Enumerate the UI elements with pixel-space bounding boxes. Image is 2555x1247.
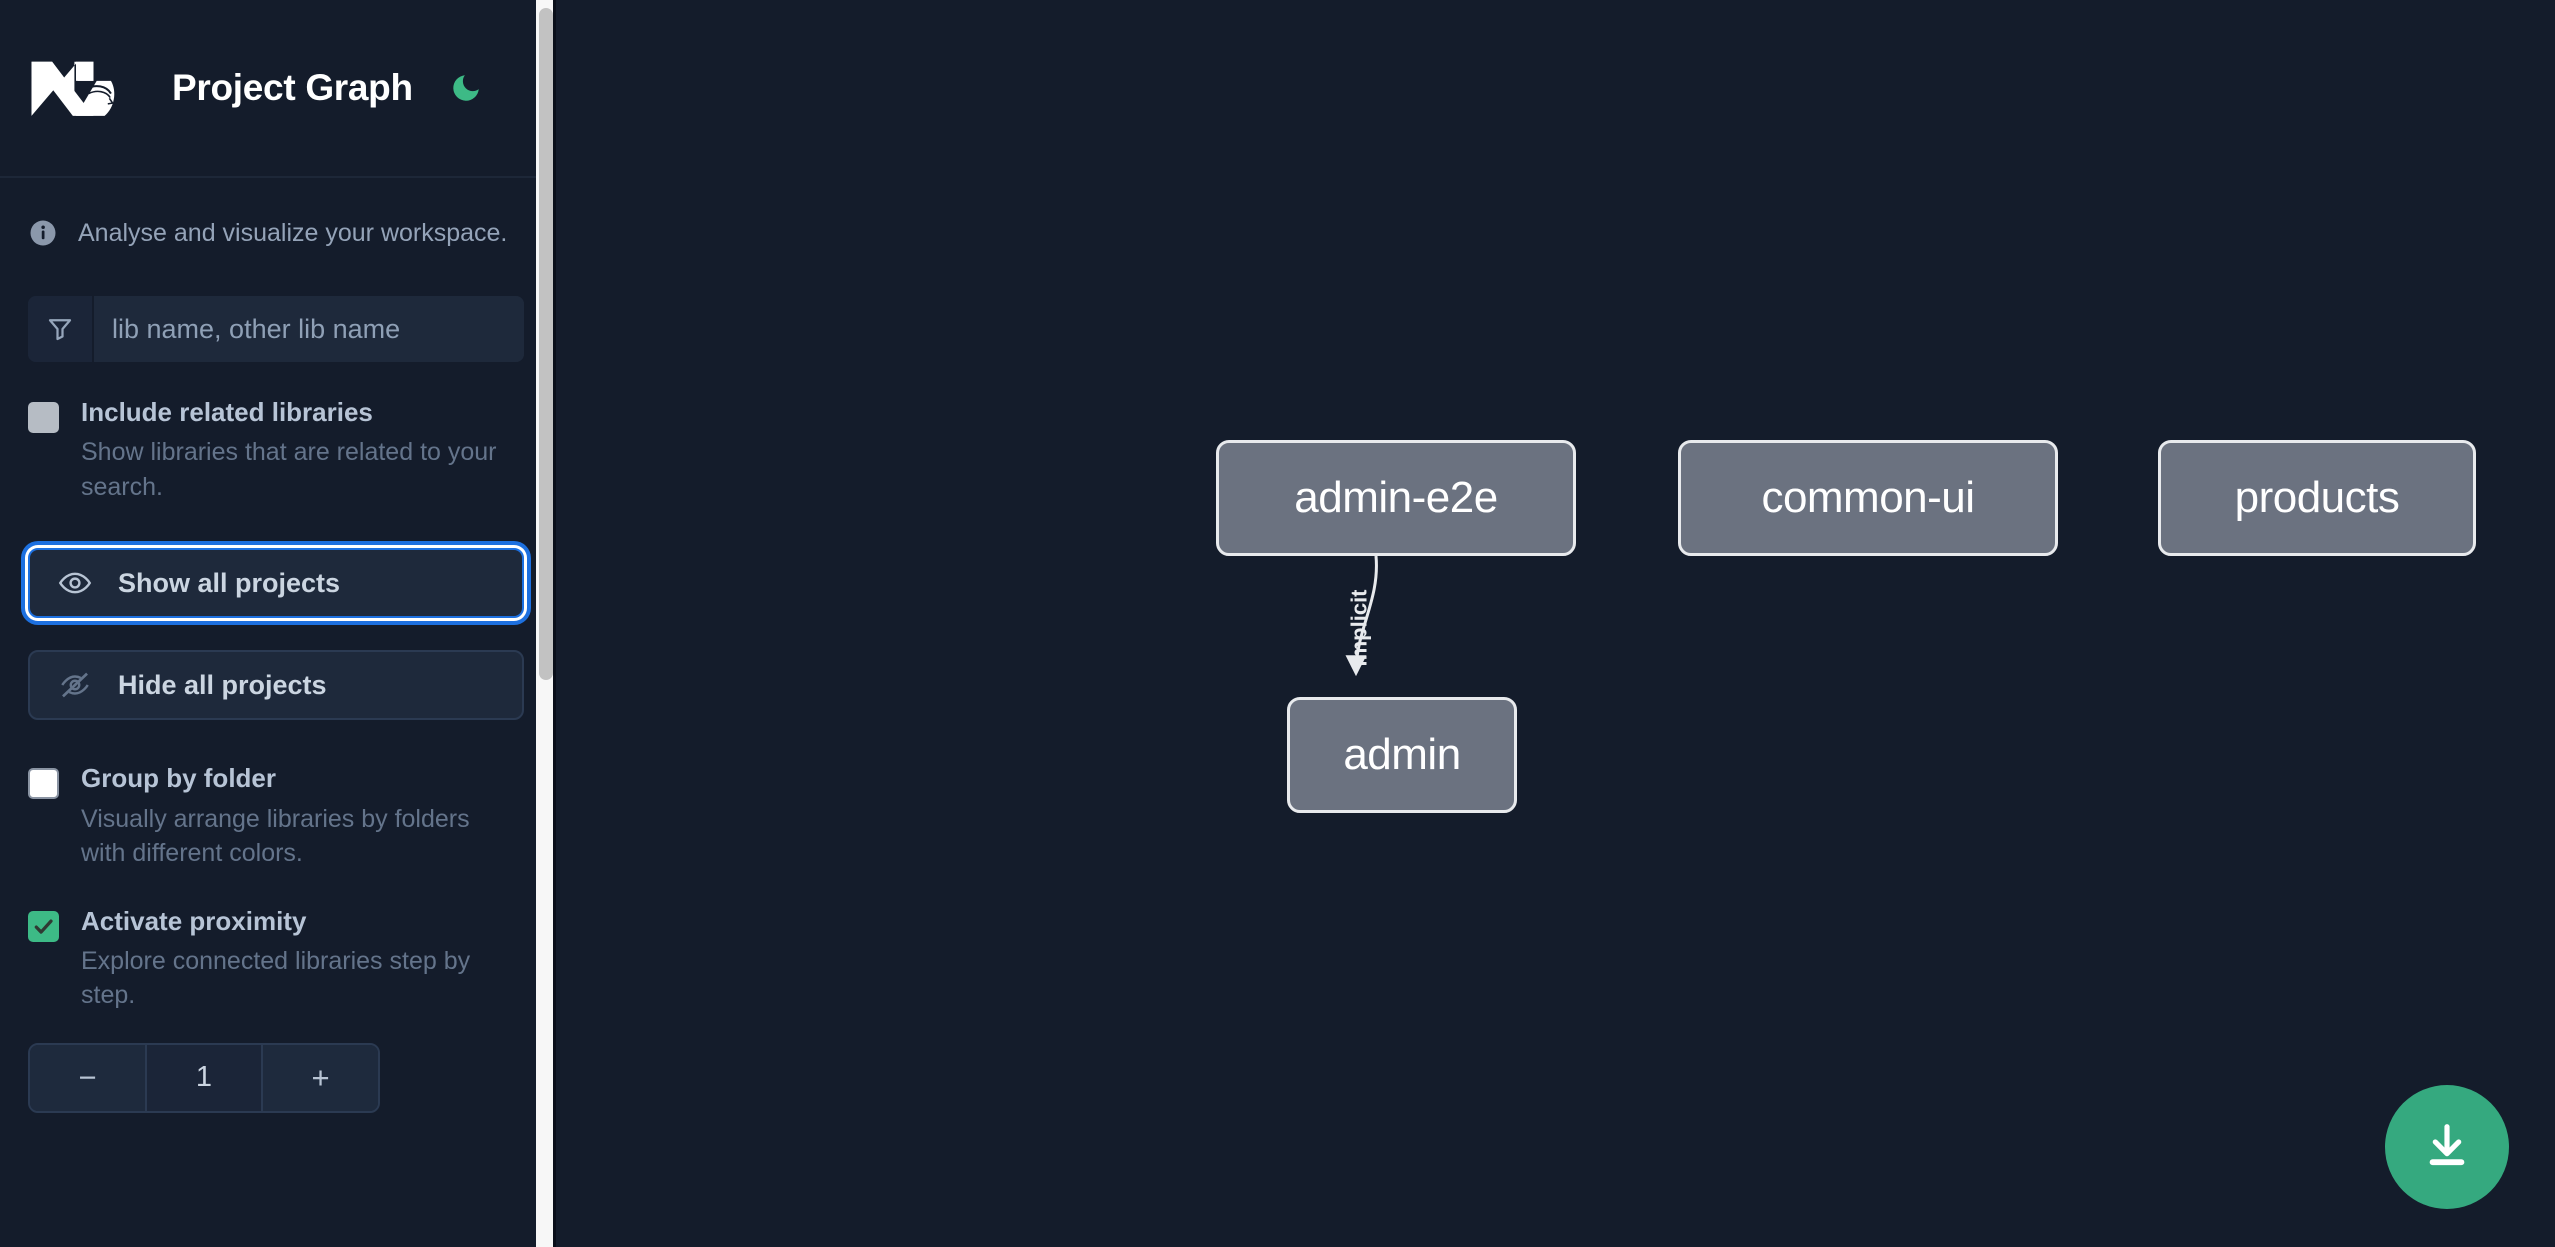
option-description: Show libraries that are related to your … (81, 438, 497, 501)
sidebar-scrollbar-thumb[interactable] (539, 8, 553, 680)
proximity-increment-button[interactable]: + (261, 1044, 378, 1111)
sidebar-header: Project Graph (0, 0, 540, 178)
option-description: Explore connected libraries step by step… (81, 946, 471, 1010)
graph-canvas[interactable]: admin-e2e common-ui products store-e2e a… (556, 0, 2555, 1247)
search-section (0, 296, 540, 362)
option-label: Group by folder (81, 763, 276, 794)
option-activate-proximity[interactable]: Activate proximity Explore connected lib… (0, 905, 540, 1013)
hide-all-projects-button[interactable]: Hide all projects (28, 650, 524, 721)
graph-node-products[interactable]: products (2158, 440, 2476, 556)
tagline: Analyse and visualize your workspace. (0, 178, 540, 288)
download-icon (2420, 1119, 2474, 1176)
node-label: common-ui (1761, 473, 1975, 522)
show-all-projects-button[interactable]: Show all projects (28, 548, 524, 619)
activate-proximity-checkbox[interactable] (28, 910, 59, 942)
check-icon (34, 919, 53, 934)
graph-node-common-ui[interactable]: common-ui (1678, 440, 2058, 556)
sidebar-scrollbar[interactable] (536, 0, 556, 1247)
graph-node-admin-e2e[interactable]: admin-e2e (1216, 440, 1576, 556)
sidebar: Project Graph Analyse and visualize your… (0, 0, 556, 1247)
search-input[interactable] (94, 296, 524, 362)
sidebar-content: Project Graph Analyse and visualize your… (0, 0, 540, 1247)
option-group-by-folder[interactable]: Group by folder Visually arrange librari… (0, 762, 540, 870)
proximity-stepper[interactable]: − 1 + (28, 1042, 380, 1113)
show-all-projects-label: Show all projects (118, 567, 341, 598)
include-related-libraries-checkbox[interactable] (28, 402, 59, 433)
page-title: Project Graph (172, 67, 413, 108)
moon-icon[interactable] (443, 65, 489, 111)
proximity-value: 1 (147, 1044, 261, 1111)
nx-logo-icon (28, 57, 124, 119)
node-label: admin-e2e (1294, 473, 1498, 522)
tagline-text: Analyse and visualize your workspace. (78, 218, 508, 247)
edge-label-admin-implicit: implicit (1346, 589, 1372, 667)
node-label: products (2234, 473, 2400, 522)
sidebar-divider (553, 0, 556, 1247)
edge-admin-e2e-to-admin (1345, 555, 1378, 677)
group-by-folder-checkbox[interactable] (28, 768, 59, 800)
eye-slash-icon (58, 668, 92, 702)
option-label: Activate proximity (81, 905, 307, 936)
hide-all-projects-label: Hide all projects (118, 669, 327, 700)
node-label: admin (1343, 730, 1461, 779)
graph-node-admin[interactable]: admin (1287, 697, 1517, 813)
graph-edges (1345, 555, 1378, 677)
info-icon (28, 218, 58, 248)
download-graph-button[interactable] (2385, 1085, 2509, 1209)
filter-icon (28, 296, 94, 362)
proximity-decrement-button[interactable]: − (30, 1044, 147, 1111)
search-bar[interactable] (28, 296, 524, 362)
option-include-related-libraries[interactable]: Include related libraries Show libraries… (0, 396, 540, 504)
option-label: Include related libraries (81, 397, 373, 427)
option-description: Visually arrange libraries by folders wi… (81, 804, 470, 868)
eye-icon (58, 566, 92, 600)
